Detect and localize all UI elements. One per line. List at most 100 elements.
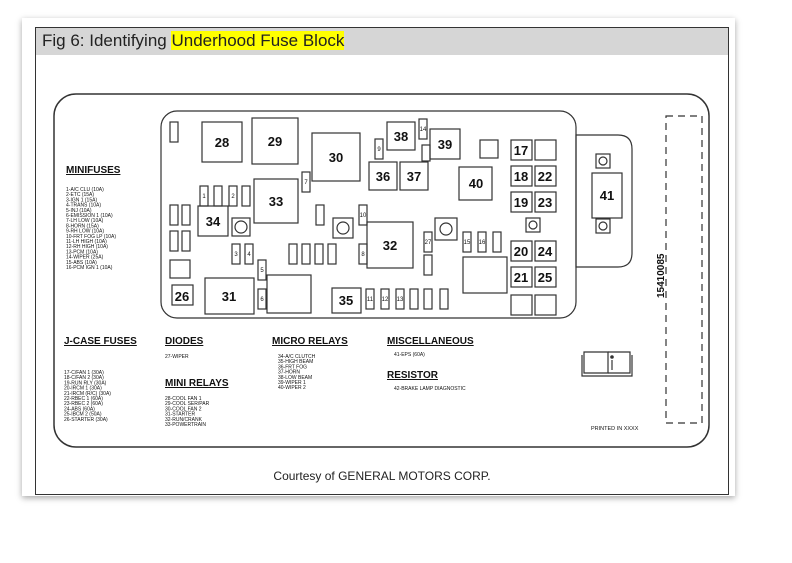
minifuse-13-label: 13 xyxy=(397,297,404,303)
micro-relays-heading: MICRO RELAYS xyxy=(272,336,348,347)
minifuse-slot xyxy=(241,185,251,207)
minifuse-legend-item: 14-WIPER (25A) xyxy=(66,255,104,261)
minifuse-1-label: 1 xyxy=(202,194,206,200)
minifuse-slot xyxy=(181,204,191,226)
relay-26-label: 26 xyxy=(175,289,189,304)
figure-frame: Fig 6: Identifying Underhood Fuse Block xyxy=(35,27,729,495)
spare-box-a xyxy=(266,274,312,314)
minifuse-slot xyxy=(439,288,449,310)
manual-book-icon xyxy=(581,351,633,377)
minifuse-slot xyxy=(213,185,223,207)
bolt-1 xyxy=(234,220,248,234)
micro-relay-legend-item: 36-FRT FOG xyxy=(278,364,307,370)
mini-relay-legend-item: 29-COOL SER/PAR xyxy=(165,401,210,407)
minifuse-6-label: 6 xyxy=(260,297,264,303)
relay-35-label: 35 xyxy=(339,293,353,308)
minifuse-3-label: 3 xyxy=(234,252,238,258)
minifuse-12-label: 12 xyxy=(382,297,389,303)
relay-28-box xyxy=(201,121,243,163)
minifuse-9-label: 9 xyxy=(377,147,381,153)
minifuse-slot xyxy=(169,204,179,226)
minifuse-legend-item: 6-EMISSION 1 (10A) xyxy=(66,213,113,219)
minifuse-legend-item: 13-PCM (10A) xyxy=(66,249,98,255)
diode-legend-item: 27-WIPER xyxy=(165,354,189,360)
minifuse-slot xyxy=(315,204,325,226)
minifuse-13-slot xyxy=(395,288,405,310)
minifuse-27-label: 27 xyxy=(425,240,432,246)
jcase-legend-item: 18-C/FAN 2 (30A) xyxy=(64,375,104,381)
micro-relay-legend-item: 39-WIPER 1 xyxy=(278,380,306,386)
jcase-17-label: 17 xyxy=(514,143,528,158)
mini-relay-legend-item: 33-POWERTRAIN xyxy=(165,422,206,428)
jcase-22-box xyxy=(534,165,557,187)
relay-29-box xyxy=(251,117,299,165)
relay-37-label: 37 xyxy=(407,169,421,184)
eps-41-label: 41 xyxy=(600,188,614,203)
minifuse-legend-item: 11-LH HIGH (10A) xyxy=(66,239,107,245)
jcase-19-box xyxy=(510,191,533,213)
minifuse-legend-item: 4-TRANS (10A) xyxy=(66,203,101,209)
jcase-20-box xyxy=(510,240,533,262)
misc-legend-item: 41-EPS (60A) xyxy=(394,352,425,358)
jcase-legend-item: 19-RUN RLY (30A) xyxy=(64,380,107,386)
micro-relay-legend-item: 34-A/C CLUTCH xyxy=(278,354,316,360)
minifuse-slot xyxy=(301,243,311,265)
minifuse-legend-item: 10-FRT FOG LP (10A) xyxy=(66,234,116,240)
minifuse-1-slot xyxy=(199,185,209,207)
relay-30-box xyxy=(311,132,361,182)
jcase-21-label: 21 xyxy=(514,270,528,285)
relay-28-label: 28 xyxy=(215,135,229,150)
minifuse-6-slot xyxy=(257,288,267,310)
jcase-21-box xyxy=(510,266,533,288)
minifuse-slot xyxy=(492,231,502,253)
bolt-box-3 xyxy=(434,217,458,241)
minifuse-4-label: 4 xyxy=(247,252,251,258)
spare-box-d xyxy=(169,259,191,279)
jcase-22-label: 22 xyxy=(538,169,552,184)
label-area-dashed xyxy=(665,115,703,424)
relay-39-box xyxy=(429,128,461,160)
jcase-legend-item: 17-C/FAN 1 (30A) xyxy=(64,370,104,376)
diodes-heading: DIODES xyxy=(165,336,204,347)
minifuse-11-slot xyxy=(365,288,375,310)
relay-39-label: 39 xyxy=(438,137,452,152)
relay-29-label: 29 xyxy=(268,134,282,149)
bolt-2 xyxy=(336,221,350,235)
minifuse-slot xyxy=(314,243,324,265)
jcase-19-label: 19 xyxy=(514,195,528,210)
mini-relay-legend-item: 28-COOL FAN 1 xyxy=(165,396,202,402)
minifuse-legend-item: 7-LH LOW (10A) xyxy=(66,218,104,224)
minifuse-slot xyxy=(327,243,337,265)
minifuse-legend-item: 15-ABS (10A) xyxy=(66,260,97,266)
relay-30-label: 30 xyxy=(329,150,343,165)
minifuse-14-label: 14 xyxy=(420,127,427,133)
minifuse-slot xyxy=(169,230,179,252)
minifuse-slot xyxy=(409,288,419,310)
relay-36-label: 36 xyxy=(376,169,390,184)
fuse-block-diagram: 28 29 30 38 39 36 37 40 33 34 32 26 31 3… xyxy=(53,93,710,448)
eps-bolt-top xyxy=(598,156,608,166)
relay-38-label: 38 xyxy=(394,129,408,144)
figure-title-bar: Fig 6: Identifying Underhood Fuse Block xyxy=(36,28,728,55)
minifuse-12-slot xyxy=(380,288,390,310)
jcase-24-box xyxy=(534,240,557,262)
jcase-25-label: 25 xyxy=(538,270,552,285)
micro-relay-legend-item: 35-HIGH BEAM xyxy=(278,359,313,365)
spare-box-b xyxy=(462,256,508,294)
minifuse-16-slot xyxy=(477,231,487,253)
courtesy-caption: Courtesy of GENERAL MOTORS CORP. xyxy=(273,469,491,483)
eps-area-outline xyxy=(575,134,633,268)
jcase-23-label: 23 xyxy=(538,195,552,210)
bolt-box-2 xyxy=(332,217,354,239)
minifuse-legend-item: 9-RH LOW (10A) xyxy=(66,229,104,235)
fuse-block-outline xyxy=(53,93,710,448)
minifuse-15-slot xyxy=(462,231,472,253)
minifuse-27-slot xyxy=(423,231,433,253)
minifuse-slot xyxy=(288,243,298,265)
jcase-18-box xyxy=(510,165,533,187)
jcase-23-box xyxy=(534,191,557,213)
jcase-spare-top xyxy=(534,139,557,161)
minifuse-legend-item: 1-A/C CLU (10A) xyxy=(66,187,104,193)
minifuse-legend-item: 5-INJ (10A) xyxy=(66,208,92,214)
minifuse-5-slot xyxy=(257,259,267,281)
